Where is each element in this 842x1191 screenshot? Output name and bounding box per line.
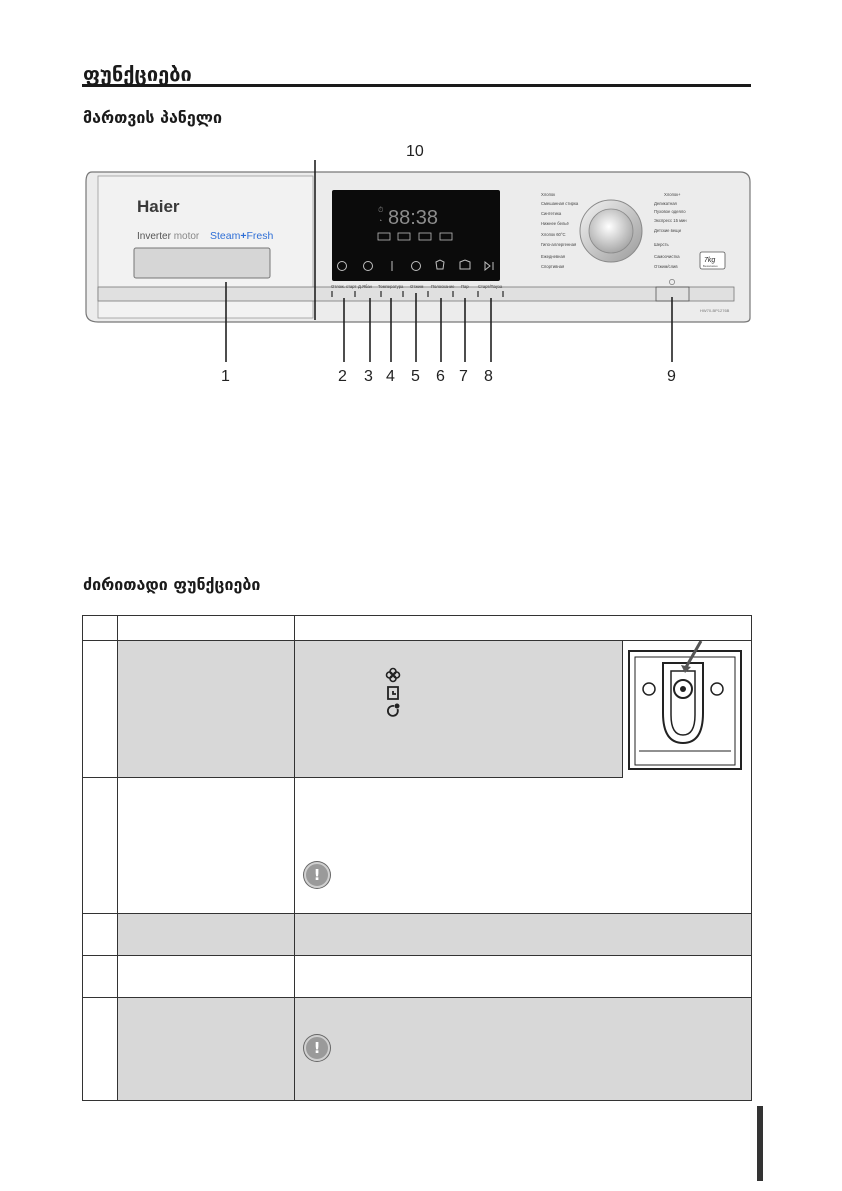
header-cell-name	[117, 615, 295, 641]
program-labels-left: Хлопок Смешанная стирка Синтетика Нижнее…	[541, 192, 579, 269]
header-cell-number	[82, 615, 118, 641]
svg-text:⏱: ⏱	[378, 206, 384, 214]
flower-icon	[385, 667, 401, 683]
page-edge-marker	[757, 1106, 763, 1181]
capacity-badge	[699, 251, 726, 270]
display-mode-icons	[377, 232, 453, 241]
svg-text:7kg: 7kg	[704, 257, 715, 264]
steam-fresh-label: Steam+Fresh	[210, 230, 274, 242]
svg-text:5: 5	[411, 368, 420, 385]
svg-text:Старт/Пауза: Старт/Пауза	[478, 284, 503, 289]
program-knob	[588, 208, 634, 254]
table-row	[82, 955, 752, 998]
svg-text:Самоочистка: Самоочистка	[654, 254, 680, 259]
warning-icon: !	[304, 1035, 330, 1061]
power-icon	[669, 279, 675, 285]
inverter-label: Inverter motor	[137, 231, 200, 242]
svg-text:Экспресс 15 мин: Экспресс 15 мин	[654, 218, 687, 223]
svg-text:3: 3	[364, 368, 373, 385]
program-labels-right: Хлопок+ Деликатная Пуховое одеяло Экспре…	[654, 192, 687, 269]
svg-text:6: 6	[436, 368, 445, 385]
timer-icon	[387, 686, 399, 700]
section-title-control-panel: მართვის პანელი	[83, 108, 222, 127]
svg-text:1: 1	[221, 368, 230, 385]
svg-text:Безопасно: Безопасно	[703, 264, 718, 268]
detergent-drawer	[133, 247, 271, 279]
display-screen	[332, 190, 500, 281]
header-cell-description	[294, 615, 752, 641]
svg-text:◔: ◔	[378, 218, 382, 225]
function-icons	[385, 667, 405, 721]
svg-text:Д.Ябан: Д.Ябан	[358, 284, 373, 289]
svg-text:Детские вещи: Детские вещи	[654, 228, 682, 233]
svg-text:Гипо-аллергенная: Гипо-аллергенная	[541, 242, 576, 247]
svg-text:10: 10	[406, 143, 424, 160]
svg-text:Нижнее бельё: Нижнее бельё	[541, 221, 569, 226]
button-icons	[337, 259, 494, 272]
button-markers	[331, 291, 504, 297]
callout-numbers: 1 2 3 4 5 6 7 8 9 10	[221, 143, 676, 385]
svg-text:Отлож. старт: Отлож. старт	[331, 284, 357, 289]
svg-text:Хлопок 60°C: Хлопок 60°C	[541, 232, 566, 237]
svg-text:Отжим: Отжим	[410, 284, 423, 289]
control-panel-diagram: Haier Inverter motor Steam+Fresh 88:38 ⏱…	[85, 143, 751, 385]
section-title-main-functions: ძირითადი ფუნქციები	[83, 575, 261, 594]
svg-text:Спортивная: Спортивная	[541, 264, 564, 269]
table-row: !	[82, 777, 752, 914]
detergent-drawer-photo	[622, 640, 751, 778]
svg-text:Пар: Пар	[461, 284, 469, 289]
svg-text:Пуховое одеяло: Пуховое одеяло	[654, 209, 686, 214]
svg-text:8: 8	[484, 368, 493, 385]
warning-icon: !	[304, 862, 330, 888]
svg-text:2: 2	[338, 368, 347, 385]
svg-text:Хлопок+: Хлопок+	[664, 192, 681, 197]
model-number: HW70-BP1276B	[700, 308, 730, 313]
table-header-row	[82, 615, 752, 641]
svg-text:Температура: Температура	[378, 284, 404, 289]
display-time: 88:38	[388, 207, 438, 229]
table-row	[82, 913, 752, 956]
svg-text:Деликатная: Деликатная	[654, 201, 677, 206]
page-title: ფუნქციები	[83, 62, 192, 86]
svg-text:9: 9	[667, 368, 676, 385]
functions-table: ! !	[82, 615, 752, 1101]
refresh-icon	[386, 703, 400, 717]
callout-lines	[225, 160, 673, 362]
svg-text:Шерсть: Шерсть	[654, 242, 670, 247]
svg-text:Ежедневная: Ежедневная	[541, 254, 565, 259]
svg-text:7: 7	[459, 368, 468, 385]
table-row	[82, 640, 752, 778]
svg-text:Полоскание: Полоскание	[431, 284, 455, 289]
svg-text:Хлопок: Хлопок	[541, 192, 555, 197]
svg-text:4: 4	[386, 368, 395, 385]
svg-text:Смешанная стирка: Смешанная стирка	[541, 201, 579, 206]
svg-text:Отжим/слив: Отжим/слив	[654, 264, 678, 269]
title-underline	[82, 84, 751, 87]
brand-logo: Haier	[137, 197, 180, 216]
svg-text:Синтетика: Синтетика	[541, 211, 562, 216]
button-labels: Отлож. старт Д.Ябан Температура Отжим По…	[331, 284, 503, 289]
table-row: !	[82, 997, 752, 1101]
